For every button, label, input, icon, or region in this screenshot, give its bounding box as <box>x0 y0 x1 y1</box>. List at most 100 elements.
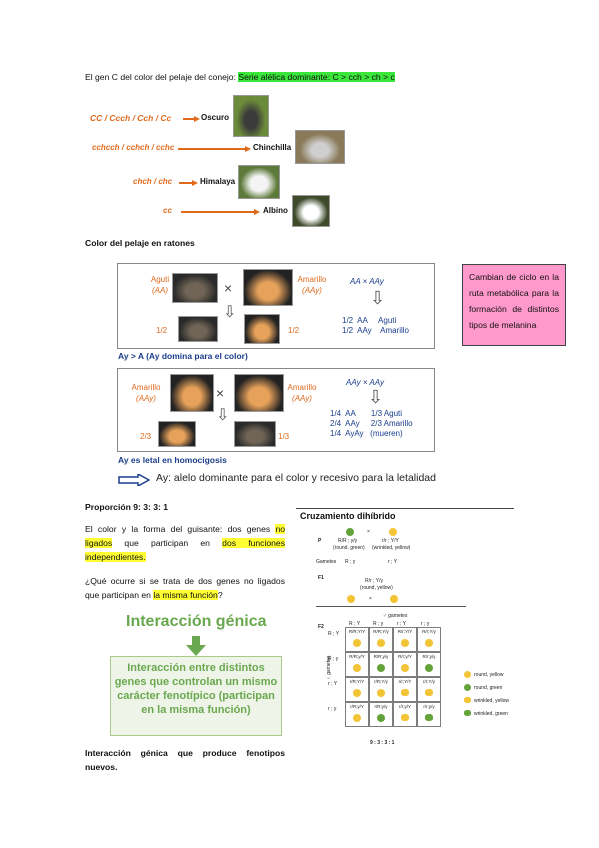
rabbit-genotype-3: chch / chc <box>133 177 173 186</box>
panel2-frac-right: 1/3 <box>278 432 290 441</box>
himalayan-rabbit-photo <box>238 165 280 199</box>
legend-wrinkled-green-icon <box>464 710 471 716</box>
pea-icon <box>377 689 385 697</box>
panel1-cross: AA × AAy <box>350 277 384 286</box>
agouti-mouse-photo <box>172 273 218 303</box>
col-head: R ; y <box>373 621 384 627</box>
punnett-cell: r/r;y/Y <box>393 702 417 727</box>
cell-genotype: r/R;y/Y <box>350 704 364 709</box>
row-head: R ; y <box>328 656 339 662</box>
gamete-right: r ; Y <box>388 559 398 565</box>
p-left: R/R ; y/y <box>338 538 358 544</box>
intro-line: El gen C del color del pelaje del conejo… <box>85 70 395 84</box>
punnett-cell: R/R;y/Y <box>345 652 369 677</box>
green-pea-icon <box>346 528 354 536</box>
down-arrow-icon-2: ⇩ <box>370 288 386 308</box>
panel2-left-label: Amarillo <box>131 383 161 392</box>
panel2-right-geno: (AAy) <box>292 394 312 403</box>
pea-icon <box>353 639 361 647</box>
rabbit-phenotype-1: Oscuro <box>201 113 230 122</box>
panel1-left-geno: (AA) <box>152 286 168 295</box>
cell-genotype: R/r;Y/y <box>422 629 436 634</box>
green-down-arrow-icon <box>186 636 206 661</box>
f1-pea-right-icon <box>390 595 398 603</box>
pea-icon <box>353 664 361 672</box>
yellow-mouse-parent-2-photo <box>234 374 284 412</box>
punnett-cell: r/R;y/Y <box>345 702 369 727</box>
cell-genotype: r/R;y/y <box>374 704 388 709</box>
chinchilla-rabbit-photo <box>295 130 345 164</box>
pea-icon <box>353 689 361 697</box>
mouse-cross-panel-2: Amarillo (AAy) × Amarillo (AAy) ⇩ 2/3 1/… <box>117 368 435 452</box>
legend-round-green-icon <box>464 684 471 691</box>
punnett-cell: r/R;Y/y <box>369 677 393 702</box>
cell-genotype: R/R;y/Y <box>349 654 365 659</box>
pea-paragraph: El color y la forma del guisante: dos ge… <box>85 522 286 564</box>
punnett-cell: R/r;Y/Y <box>393 627 417 652</box>
yellow-mouse-parent-1-photo <box>170 374 214 412</box>
pea-icon <box>377 664 385 672</box>
melanin-note-box: Cambian de ciclo en la ruta metabólica p… <box>462 264 566 346</box>
agouti-mouse-offspring-2-photo <box>234 421 276 447</box>
cell-genotype: r/r;y/Y <box>399 704 411 709</box>
panel1-left-label: Aguti <box>150 275 170 284</box>
rabbit-phenotype-4: Albino <box>263 206 288 215</box>
question-text-a: ¿Qué ocurre si se trata de dos genes no … <box>85 576 285 600</box>
rabbit-genotype-2: cchcch / cchch / cchc <box>92 143 175 152</box>
punnett-cell: R/r;y/Y <box>393 652 417 677</box>
gamete-left: R ; y <box>345 559 356 565</box>
dominance-note: Ay > A (Ay domina para el color) <box>118 351 248 361</box>
pea-icon <box>401 664 409 672</box>
cell-genotype: r/r;y/y <box>423 704 435 709</box>
panel1-right-geno: (AAy) <box>302 286 322 295</box>
yellow-mouse-photo <box>243 269 293 306</box>
panel2-result-2: 2/4 AAy 2/3 Amarillo <box>330 419 413 428</box>
pea-icon <box>401 714 409 721</box>
punnett-cell: r/r;Y/y <box>417 677 441 702</box>
punnett-cell: r/R;Y/Y <box>345 677 369 702</box>
cell-genotype: R/r;y/Y <box>398 654 412 659</box>
down-arrow-icon-4: ⇩ <box>368 387 384 407</box>
panel2-left-geno: (AAy) <box>136 394 156 403</box>
panel1-right-label: Amarillo <box>297 275 327 284</box>
gametes-label: Gametes <box>316 559 337 565</box>
panel2-cross: AAy × AAy <box>346 378 385 387</box>
pea-text-c: que participan en <box>112 538 223 548</box>
yellow-mouse-offspring-photo <box>244 314 280 344</box>
legend-round-yellow-icon <box>464 671 471 678</box>
f1-cross: × <box>369 596 372 602</box>
pea-icon <box>425 639 433 647</box>
lethal-note: Ay es letal en homocigosis <box>118 455 227 465</box>
f2-label: F2 <box>318 624 324 630</box>
punnett-cell: r/R;y/y <box>369 702 393 727</box>
final-note: Interacción génica que produce fenotipos… <box>85 748 285 772</box>
cross-icon: × <box>224 280 233 296</box>
pea-icon <box>401 639 409 647</box>
yellow-pea-icon <box>389 528 397 536</box>
panel2-right-label: Amarillo <box>287 383 317 392</box>
legend-2: round, green <box>474 685 503 691</box>
punnett-cell: R/r;Y/y <box>417 627 441 652</box>
ratio-heading: Proporción 9: 3: 3: 1 <box>85 502 169 512</box>
f1-label: F1 <box>318 575 324 581</box>
mouse-heading: Color del pelaje en ratones <box>85 238 195 248</box>
punnett-bracket <box>316 606 466 607</box>
rabbit-phenotype-2: Chinchilla <box>253 143 292 152</box>
punnett-cell: R/R;Y/y <box>369 627 393 652</box>
question-text-b: la misma función <box>153 590 218 600</box>
dihybrid-title: Cruzamiento dihíbrido <box>300 511 396 521</box>
f1-sub: (round, yellow) <box>360 585 393 591</box>
interaction-definition: Interacción entre distintos genes que co… <box>110 656 282 736</box>
pea-text-a: El color y la forma del guisante: dos ge… <box>85 524 276 534</box>
f1-pea-left-icon <box>347 595 355 603</box>
panel1-result-2: 1/2 AAy Amarillo <box>342 326 409 335</box>
pea-icon <box>401 689 409 696</box>
punnett-cell: R/r;y/y <box>417 652 441 677</box>
intro-text: El gen C del color del pelaje del conejo… <box>85 72 239 82</box>
pea-icon <box>353 714 361 722</box>
albino-rabbit-photo <box>292 195 330 227</box>
cell-genotype: R/R;Y/Y <box>348 629 366 634</box>
p-left-sub: (round, green) <box>333 545 365 551</box>
cell-genotype: R/r;Y/Y <box>397 629 413 634</box>
legend-4: wrinkled, green <box>474 711 508 717</box>
